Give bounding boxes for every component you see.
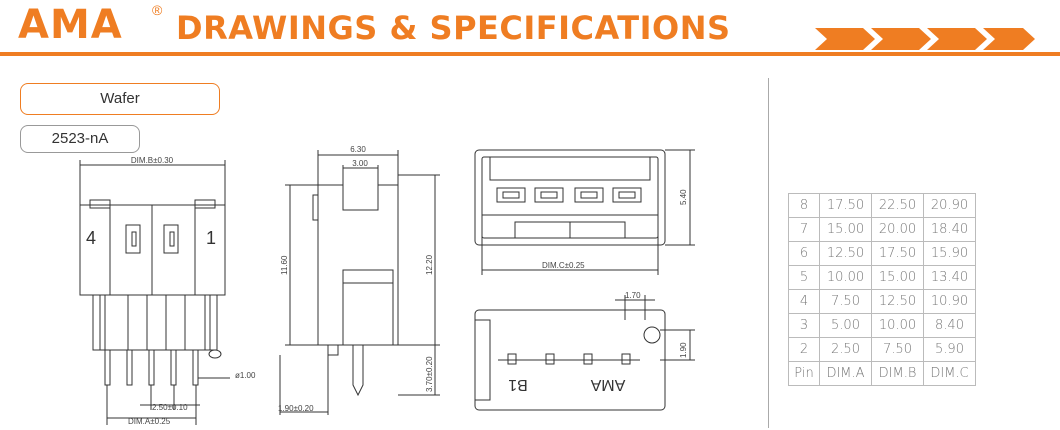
table-cell: 15.00 [819, 217, 872, 242]
table-cell: 13.40 [923, 265, 976, 290]
chevron-arrows-icon [815, 28, 1035, 50]
vertical-divider [768, 78, 769, 428]
table-cell: Pin [788, 361, 820, 386]
part-number-badge: 2523-nA [20, 125, 140, 153]
table-cell: 22.50 [871, 193, 924, 218]
dim-b-label: DIM.B±0.30 [131, 156, 174, 165]
table-cell: 2.50 [819, 337, 872, 362]
table-cell: 12.50 [871, 289, 924, 314]
table-cell: DIM.B [871, 361, 924, 386]
table-cell: 10.00 [819, 265, 872, 290]
table-cell: 3 [788, 313, 820, 338]
table-cell: 20.90 [923, 193, 976, 218]
pin-number-right: 1 [206, 228, 216, 248]
table-cell: 4 [788, 289, 820, 314]
table-cell: 8 [788, 193, 820, 218]
table-cell: 6 [788, 241, 820, 266]
front-view [79, 160, 230, 425]
table-cell: DIM.C [923, 361, 976, 386]
mark-b1: B1 [508, 376, 528, 393]
table-cell: 20.00 [871, 217, 924, 242]
mark-ama: AMA [590, 376, 625, 393]
pin-number-left: 4 [86, 228, 96, 248]
pin-pitch-label: 2.50±0.10 [152, 403, 188, 412]
technical-drawing: DIM.B±0.30 4 1 2.50±0.10 DIM.A±0.25 ø1.0… [79, 145, 695, 426]
slot-width-label: 3.00 [352, 159, 368, 168]
side-view [279, 150, 440, 415]
page-header: AMA ® DRAWINGS & SPECIFICATIONS [0, 0, 1060, 60]
dim-c-label: DIM.C±0.25 [542, 261, 585, 270]
registered-mark: ® [152, 2, 163, 18]
table-cell: 7.50 [819, 289, 872, 314]
dim-a-label: DIM.A±0.25 [128, 417, 171, 426]
width-total-label: 6.30 [350, 145, 366, 154]
table-cell: 7.50 [871, 337, 924, 362]
bottom-view [474, 295, 695, 411]
top-view [474, 149, 695, 275]
pin-length-label: 3.70±0.20 [425, 356, 434, 392]
hole-label: 1.90 [679, 342, 688, 358]
page-title: DRAWINGS & SPECIFICATIONS [176, 9, 731, 47]
table-cell: 8.40 [923, 313, 976, 338]
table-cell: 10.90 [923, 289, 976, 314]
product-name-badge: Wafer [20, 83, 220, 115]
table-cell: 7 [788, 217, 820, 242]
table-cell: 12.50 [819, 241, 872, 266]
table-cell: 15.90 [923, 241, 976, 266]
pin-diameter-label: ø1.00 [235, 371, 256, 380]
brand-logo: AMA [18, 2, 123, 48]
header-rule [0, 52, 1060, 56]
offset-label: 1.90±0.20 [278, 404, 314, 413]
body-height-label: 11.60 [280, 255, 289, 275]
table-cell: 15.00 [871, 265, 924, 290]
total-height-label: 12.20 [425, 254, 434, 275]
table-cell: 17.50 [819, 193, 872, 218]
bottom-offset-label: 1.70 [625, 291, 641, 300]
table-cell: 17.50 [871, 241, 924, 266]
table-cell: 10.00 [871, 313, 924, 338]
table-cell: 5.00 [819, 313, 872, 338]
depth-label: 5.40 [679, 189, 688, 205]
table-cell: 18.40 [923, 217, 976, 242]
table-cell: 2 [788, 337, 820, 362]
table-cell: 5 [788, 265, 820, 290]
table-cell: 5.90 [923, 337, 976, 362]
table-cell: DIM.A [819, 361, 872, 386]
